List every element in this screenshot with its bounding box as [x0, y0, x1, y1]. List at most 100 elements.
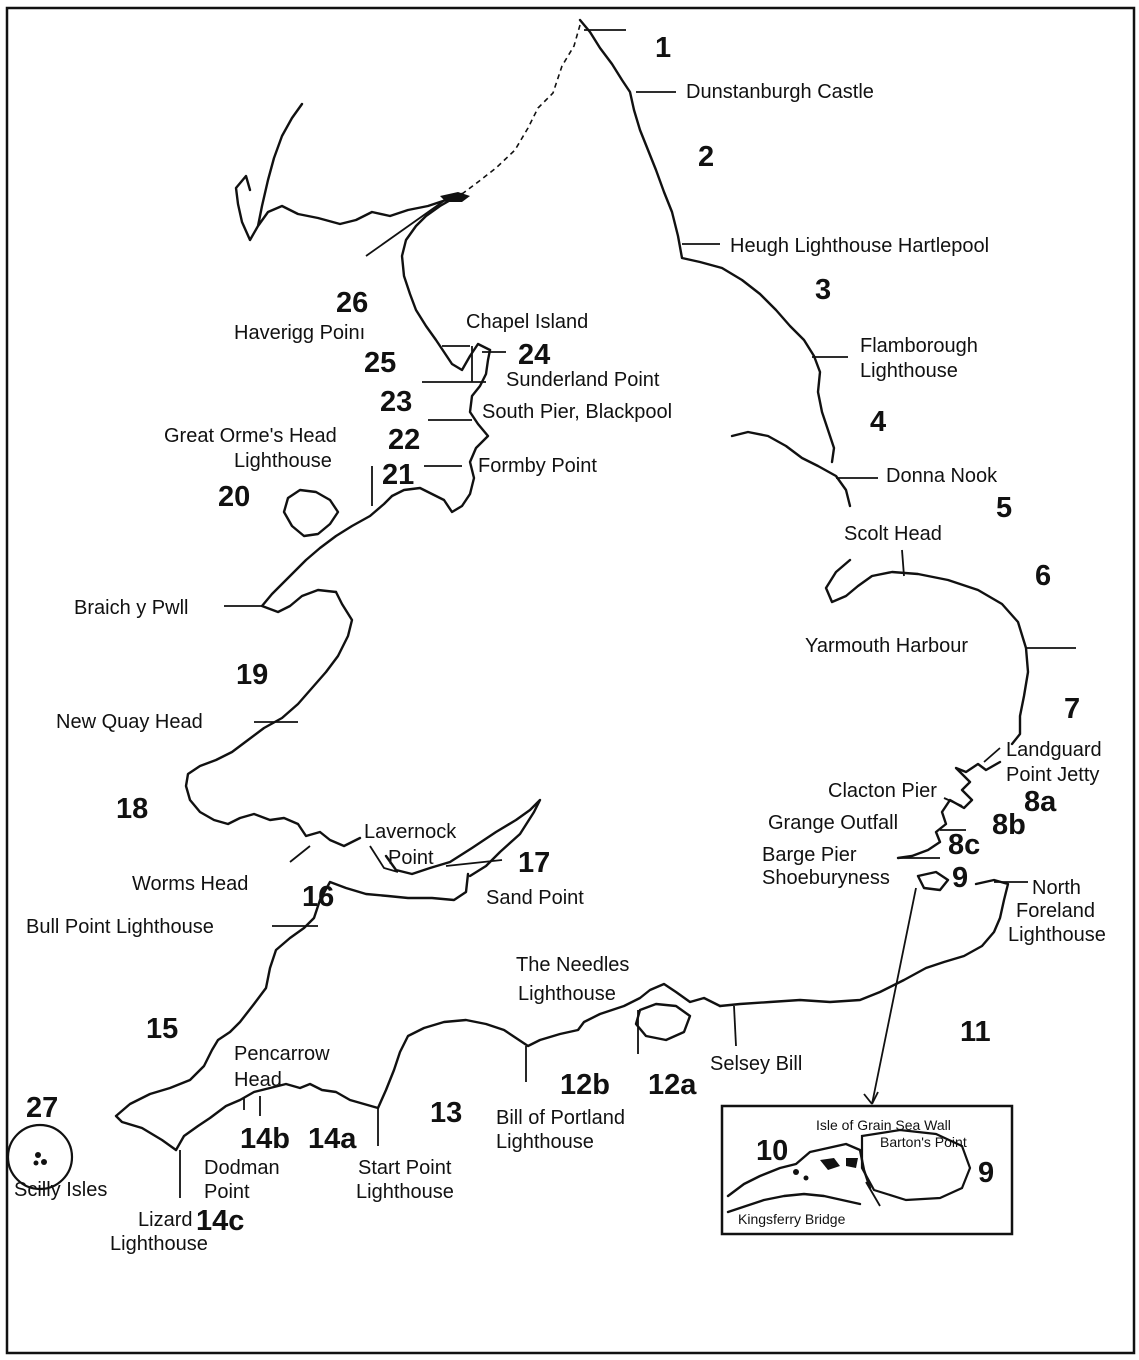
label-needles-lighthouse: Lighthouse: [518, 983, 616, 1005]
number-15: 15: [146, 1013, 178, 1045]
label-grange-outfall: Grange Outfall: [768, 812, 898, 834]
leader-lines: [179, 29, 1076, 1198]
mersey-coast: [390, 348, 492, 514]
cornwall-north-coast: [114, 872, 470, 1152]
number-8a: 8a: [1024, 786, 1057, 818]
scotland-border: [461, 24, 581, 195]
inset-label-kingsferry-bridge: Kingsferry Bridge: [738, 1211, 846, 1227]
number-14c: 14c: [196, 1205, 244, 1237]
isle-of-wight: [634, 1002, 692, 1042]
essex-coast: [896, 760, 1002, 860]
solway-head: [440, 192, 470, 202]
label-north-foreland: North: [1032, 877, 1081, 899]
label-needles: The Needles: [516, 954, 629, 976]
inset-medway-coast: [726, 1142, 872, 1214]
cumbria-coast: [400, 192, 492, 372]
south-coast: [174, 982, 722, 1152]
number-12b: 12b: [560, 1069, 610, 1101]
label-bull-point: Bull Point Lighthouse: [26, 916, 214, 938]
label-south-pier-blackpool: South Pier, Blackpool: [482, 401, 672, 423]
anglesey: [282, 488, 340, 538]
map-frame: [5, 6, 1136, 1355]
label-flamborough-lighthouse: Lighthouse: [860, 360, 958, 382]
label-dunstanburgh-castle: Dunstanburgh Castle: [686, 81, 874, 103]
label-shoeburyness: Shoeburyness: [762, 867, 890, 889]
number-14a: 14a: [308, 1123, 357, 1155]
inset-number-9: 9: [978, 1157, 994, 1189]
severn-estuary: [384, 798, 542, 878]
inset-islet: [793, 1169, 799, 1175]
number-22: 22: [388, 424, 420, 456]
south-wales-coast: [184, 590, 362, 848]
label-lavernock: Lavernock: [364, 821, 457, 843]
label-pencarrow-head: Head: [234, 1069, 282, 1091]
label-lizard-lighthouse: Lighthouse: [110, 1233, 208, 1255]
label-great-ormes-head: Great Orme's Head: [164, 425, 337, 447]
label-formby-point: Formby Point: [478, 455, 597, 477]
inset-frame: [720, 1104, 1014, 1236]
north-wales-coast: [260, 494, 394, 614]
place-labels: Dunstanburgh Castle Heugh Lighthouse Har…: [14, 81, 1106, 1255]
label-start-point-lighthouse: Lighthouse: [356, 1181, 454, 1203]
label-dodman-point: Point: [204, 1181, 250, 1203]
label-lavernock-point: Point: [388, 847, 434, 869]
inset-label-bartons-point: Barton's Point: [880, 1134, 967, 1150]
label-sand-point: Sand Point: [486, 887, 584, 909]
humber-lincolnshire-coast: [730, 430, 852, 508]
number-8b: 8b: [992, 809, 1026, 841]
scilly-island-dot: [35, 1152, 41, 1158]
scilly-island-dot: [41, 1159, 47, 1165]
number-5: 5: [996, 492, 1012, 524]
number-27: 27: [26, 1092, 58, 1124]
section-numbers: 1 2 3 4 5 6 7 8a 8b 8c 9 11 12a 12b 13 1…: [26, 32, 1080, 1237]
label-braich-y-pwll: Braich y Pwll: [74, 597, 188, 619]
number-12a: 12a: [648, 1069, 697, 1101]
label-bill-of-portland: Bill of Portland: [496, 1107, 625, 1129]
label-clacton-pier: Clacton Pier: [828, 780, 937, 802]
inset-sheppey: [860, 1128, 972, 1202]
label-flamborough: Flamborough: [860, 335, 978, 357]
label-landguard: Landguard: [1006, 739, 1102, 761]
number-20: 20: [218, 481, 250, 513]
number-16: 16: [302, 881, 334, 913]
number-3: 3: [815, 274, 831, 306]
label-barge-pier: Barge Pier: [762, 844, 857, 866]
thames-estuary-coast: [916, 870, 950, 892]
label-lizard: Lizard: [138, 1209, 192, 1231]
kent-coast: [718, 878, 1010, 1008]
number-1: 1: [655, 32, 671, 64]
number-24: 24: [518, 339, 550, 371]
thames-inset: Isle of Grain Sea Wall Barton's Point Ki…: [720, 1104, 1014, 1236]
scilly-island-dot: [33, 1160, 39, 1166]
label-north-foreland-3: Lighthouse: [1008, 924, 1106, 946]
number-18: 18: [116, 793, 148, 825]
label-haverigg-point: Haverigg Poinı: [234, 322, 365, 344]
east-coast-north: [578, 18, 836, 464]
label-worms-head: Worms Head: [132, 873, 248, 895]
number-14b: 14b: [240, 1123, 290, 1155]
number-4: 4: [870, 406, 886, 438]
label-selsey-bill: Selsey Bill: [710, 1053, 802, 1075]
inset-bridge-leader: [865, 1181, 881, 1207]
label-landguard-jetty: Point Jetty: [1006, 764, 1099, 786]
label-start-point: Start Point: [358, 1157, 452, 1179]
number-7: 7: [1064, 693, 1080, 725]
number-6: 6: [1035, 560, 1051, 592]
label-donna-nook: Donna Nook: [886, 465, 998, 487]
number-23: 23: [380, 386, 412, 418]
label-yarmouth-harbour: Yarmouth Harbour: [805, 635, 968, 657]
label-dodman: Dodman: [204, 1157, 280, 1179]
number-26: 26: [336, 287, 368, 319]
label-great-orme-lighthouse: Lighthouse: [234, 450, 332, 472]
number-21: 21: [382, 459, 414, 491]
number-17: 17: [518, 847, 550, 879]
label-new-quay-head: New Quay Head: [56, 711, 203, 733]
number-2: 2: [698, 141, 714, 173]
label-pencarrow: Pencarrow: [234, 1043, 330, 1065]
inset-number-10: 10: [756, 1135, 788, 1167]
inset-label-isle-of-grain: Isle of Grain Sea Wall: [816, 1117, 951, 1133]
number-13: 13: [430, 1097, 462, 1129]
inset-islet: [803, 1175, 809, 1181]
number-19: 19: [236, 659, 268, 691]
